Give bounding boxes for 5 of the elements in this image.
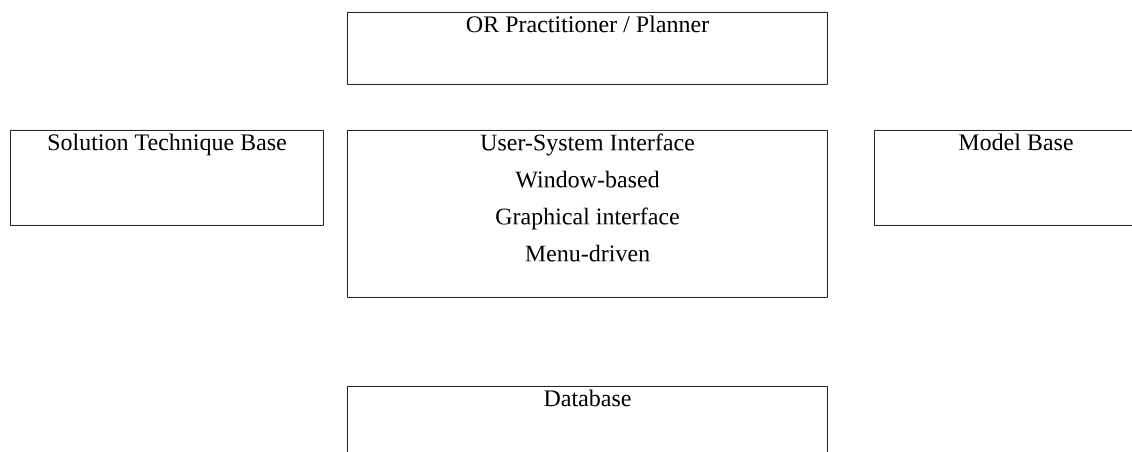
process-box: Solution Technique Base bbox=[10, 130, 324, 226]
process-box: Database bbox=[347, 386, 828, 452]
process-box: Model Base bbox=[874, 130, 1132, 226]
process-box: OR Practitioner / Planner bbox=[347, 12, 828, 85]
process-box: User-System Interface Window-based Graphical interface Menu-driven bbox=[347, 130, 828, 298]
